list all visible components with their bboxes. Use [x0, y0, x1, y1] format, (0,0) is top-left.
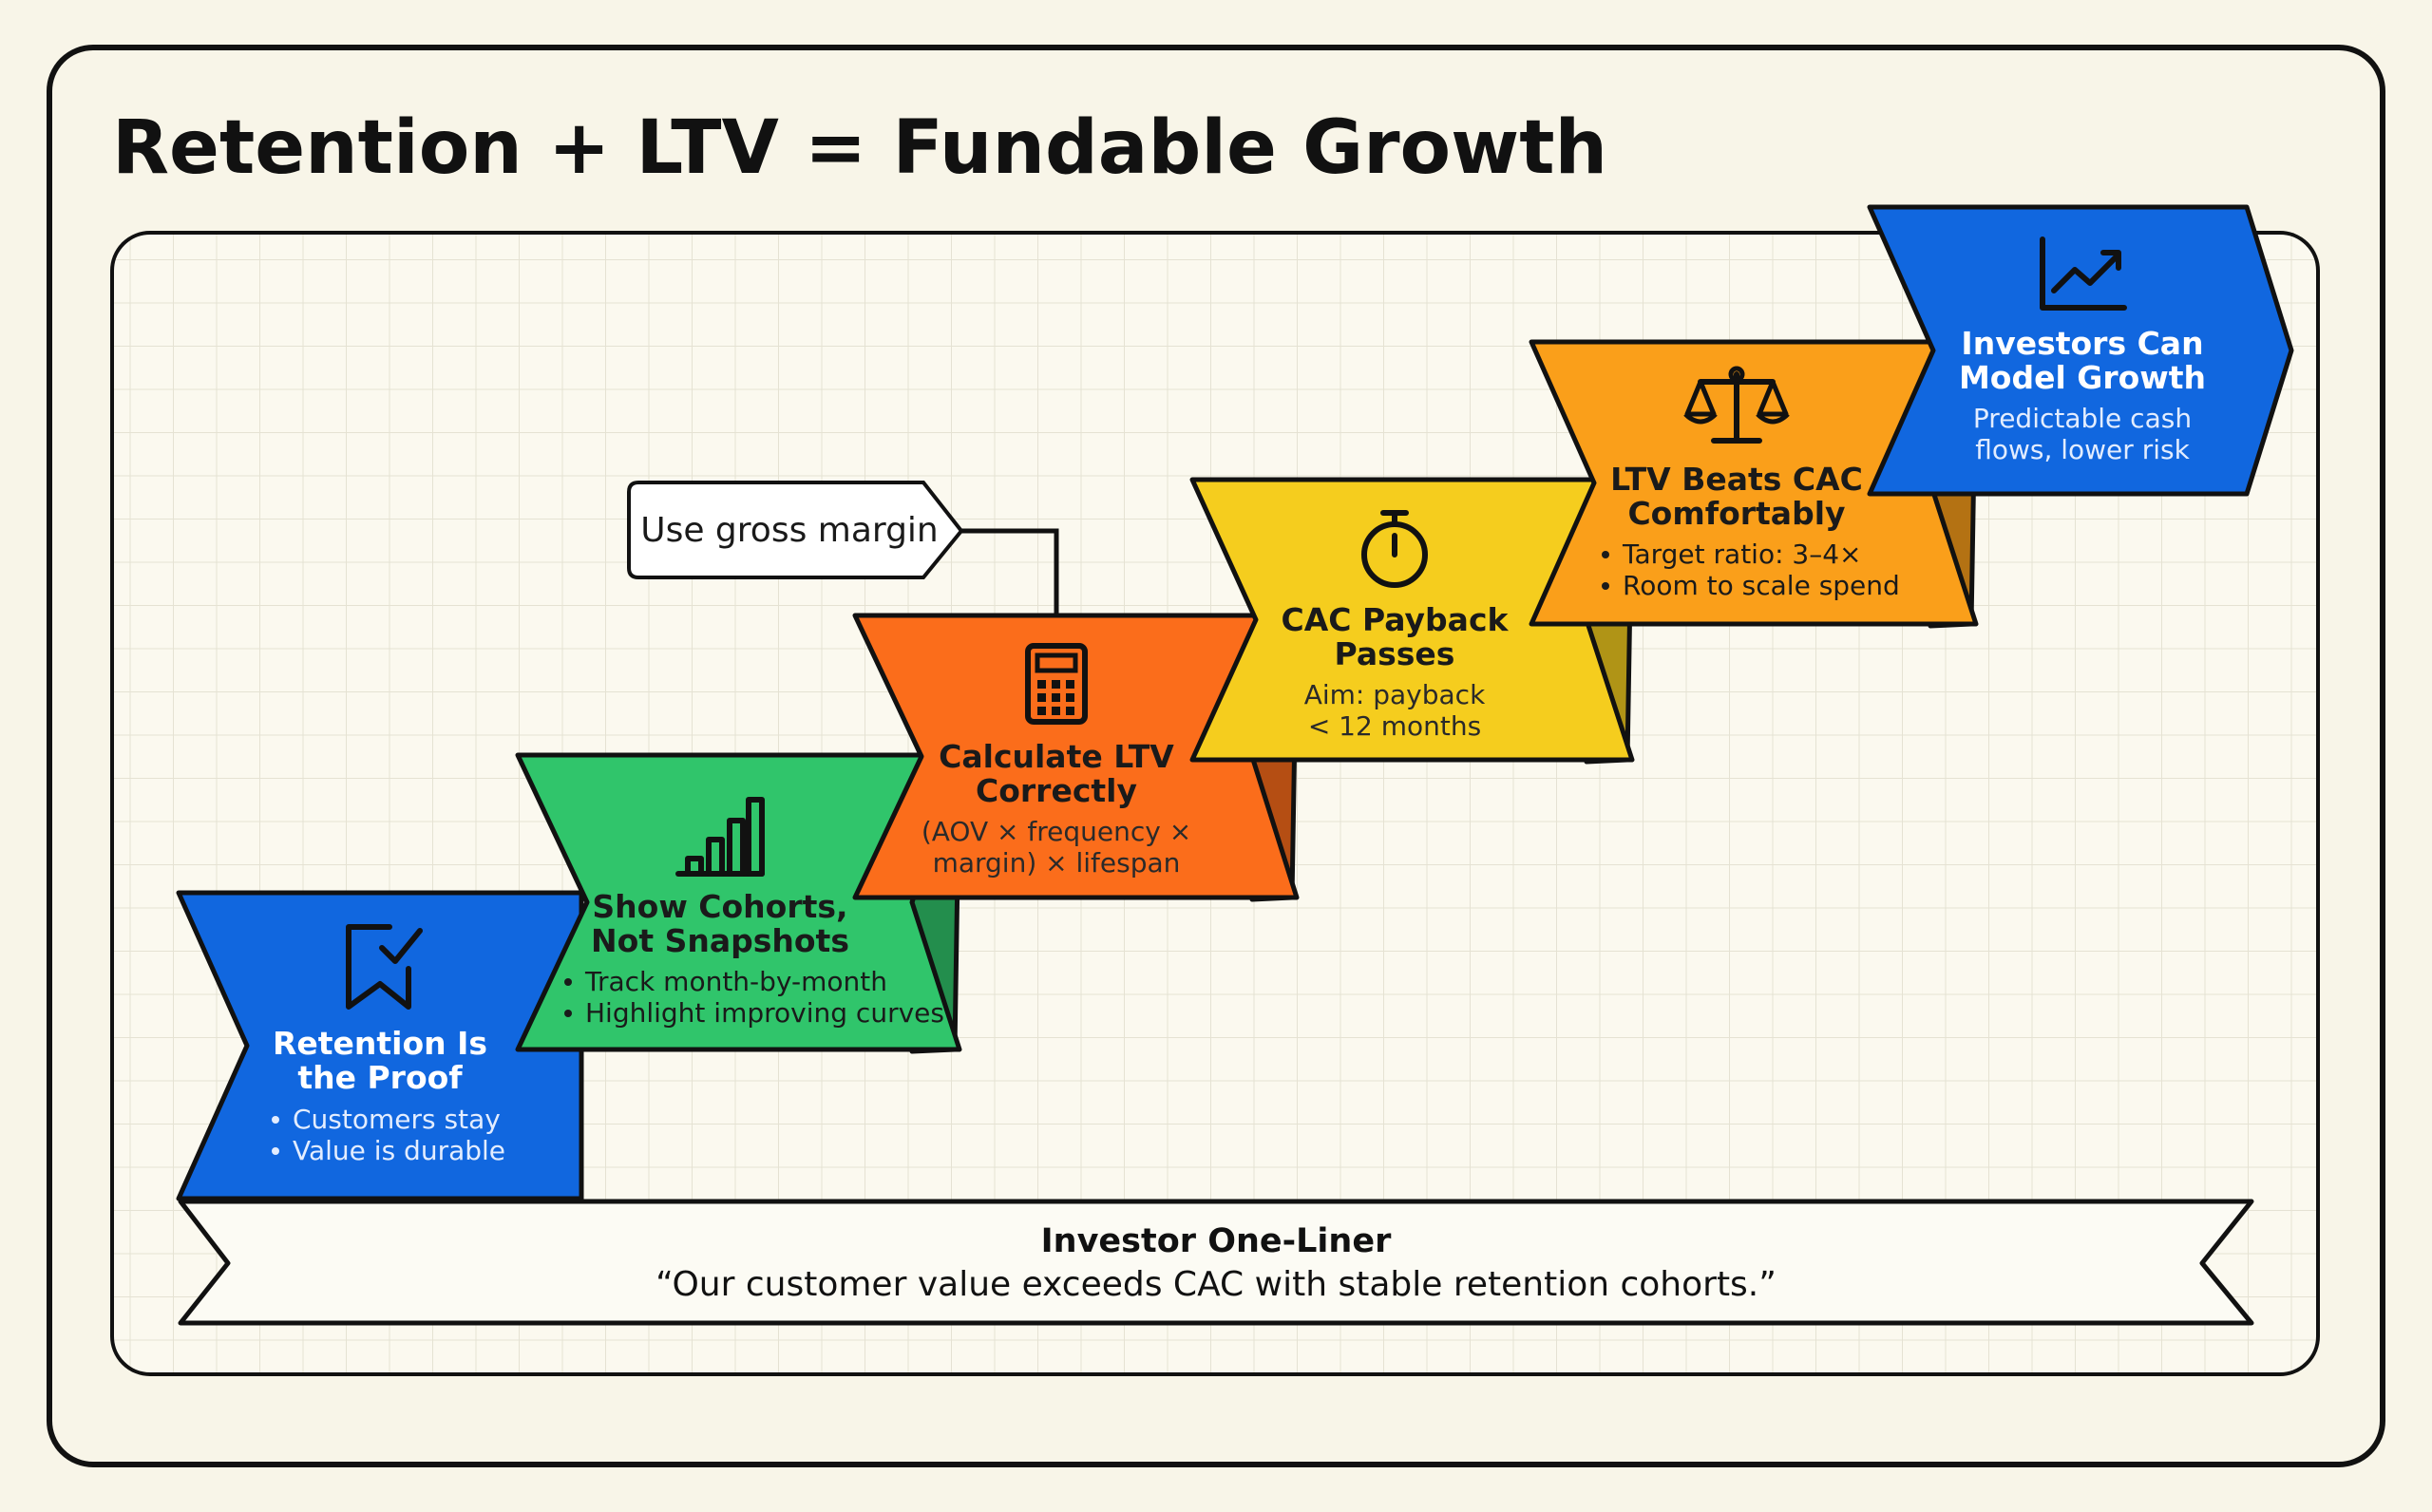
step-6-title-line: Investors Can [1961, 325, 2203, 362]
step-1-bullet: Customers stay [293, 1104, 501, 1135]
step-3-title-line: Calculate LTV [939, 738, 1174, 775]
step-6-detail: flows, lower risk [1975, 434, 2190, 465]
trend-chart-icon [2040, 236, 2127, 311]
step-2-bullet: Track month-by-month [584, 966, 887, 997]
step-1-bullet: Value is durable [293, 1135, 505, 1166]
step-4-title-line: Passes [1335, 635, 1455, 672]
callout-connector [961, 528, 1059, 615]
calculator-icon [1025, 643, 1088, 725]
step-2-bullet: Highlight improving curves [585, 997, 944, 1029]
stopwatch-icon [1361, 510, 1428, 588]
callout-box: Use gross margin [627, 481, 964, 579]
callout-text: Use gross margin [640, 511, 939, 550]
step-6-title-line: Model Growth [1959, 359, 2206, 396]
step-1-title-line: the Proof [297, 1059, 463, 1096]
bookmark-check-icon [346, 924, 423, 1010]
step-4-title-line: CAC Payback [1282, 601, 1510, 638]
step-3-detail: (AOV × frequency × [922, 816, 1191, 847]
bullet-dot [564, 1010, 572, 1017]
step-4-detail: < 12 months [1308, 710, 1481, 742]
step-1-title-line: Retention Is [273, 1025, 487, 1062]
page-title: Retention + LTV = Fundable Growth [112, 105, 1607, 191]
step-2-title-line: Not Snapshots [591, 922, 849, 959]
step-2-title-line: Show Cohorts, [592, 888, 847, 925]
step-5-bullet: Target ratio: 3–4× [1622, 539, 1862, 570]
investor-banner: Investor One-Liner “Our customer value e… [178, 1199, 2254, 1326]
scale-icon [1683, 366, 1790, 444]
banner-quote: “Our customer value exceeds CAC with sta… [656, 1265, 1776, 1304]
step-5-bullet: Room to scale spend [1623, 570, 1900, 601]
step-3-detail: margin) × lifespan [933, 847, 1181, 879]
bar-chart-icon [675, 797, 765, 877]
step-5-title-line: Comfortably [1627, 495, 1845, 532]
bullet-dot [272, 1116, 279, 1124]
step-3-title-line: Correctly [976, 772, 1137, 809]
step-5-title-line: LTV Beats CAC [1610, 461, 1863, 498]
step-6-detail: Predictable cash [1973, 403, 2192, 434]
step-6-chevron [1867, 204, 2294, 497]
bullet-dot [272, 1147, 279, 1155]
bullet-dot [564, 978, 572, 986]
step-4-detail: Aim: payback [1304, 679, 1486, 710]
bullet-dot [1602, 582, 1609, 590]
bullet-dot [1602, 551, 1609, 558]
banner-title: Investor One-Liner [1041, 1222, 1392, 1260]
